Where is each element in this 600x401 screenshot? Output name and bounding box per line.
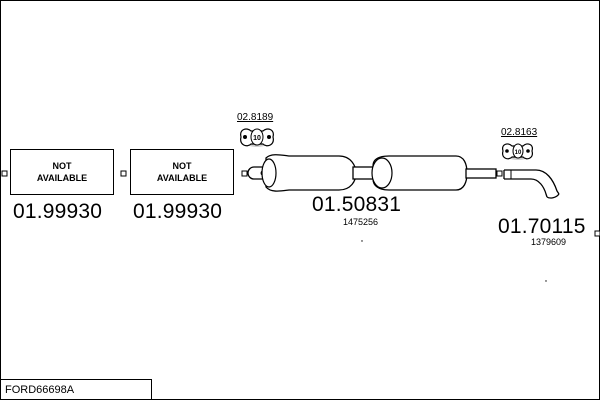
- not-available-line1: NOT: [52, 161, 72, 171]
- part-number-label: 01.50831: [312, 193, 402, 216]
- hanger-02-8163-icon: 10: [502, 143, 533, 160]
- document-id: FORD66698A: [1, 379, 152, 400]
- part-number-label: 01.70115: [498, 215, 586, 238]
- not-available-line2: AVAILABLE: [36, 173, 88, 183]
- tail-pipe-drawing: [503, 169, 560, 199]
- accessory-number-label: 02.8163: [501, 127, 538, 138]
- not-available-line2: AVAILABLE: [156, 173, 208, 183]
- accessory-number-label: 02.8189: [237, 112, 274, 123]
- right-connector-marker: [594, 230, 600, 237]
- part-not-available-box: NOT AVAILABLE: [130, 149, 234, 195]
- part-number-label: 01.99930: [133, 200, 223, 223]
- part-not-available-box: NOT AVAILABLE: [10, 149, 114, 195]
- not-available-line1: NOT: [172, 161, 192, 171]
- left-connector-marker: [1, 170, 8, 177]
- hanger-02-8189-count: 10: [253, 135, 261, 142]
- silencer-assembly-drawing: [247, 154, 497, 192]
- front-pipe-flange-marker: [241, 170, 248, 177]
- oe-number-label: 1475256: [343, 217, 379, 227]
- stray-dot: [545, 280, 547, 282]
- oe-number-label: 1379609: [531, 237, 567, 247]
- outlet-connector-marker: [496, 170, 503, 177]
- middle-connector-marker: [120, 170, 127, 177]
- stray-dot: [361, 240, 363, 242]
- hanger-02-8163-count: 10: [515, 150, 522, 156]
- part-number-label: 01.99930: [13, 200, 103, 223]
- hanger-02-8189-icon: 10: [240, 128, 274, 147]
